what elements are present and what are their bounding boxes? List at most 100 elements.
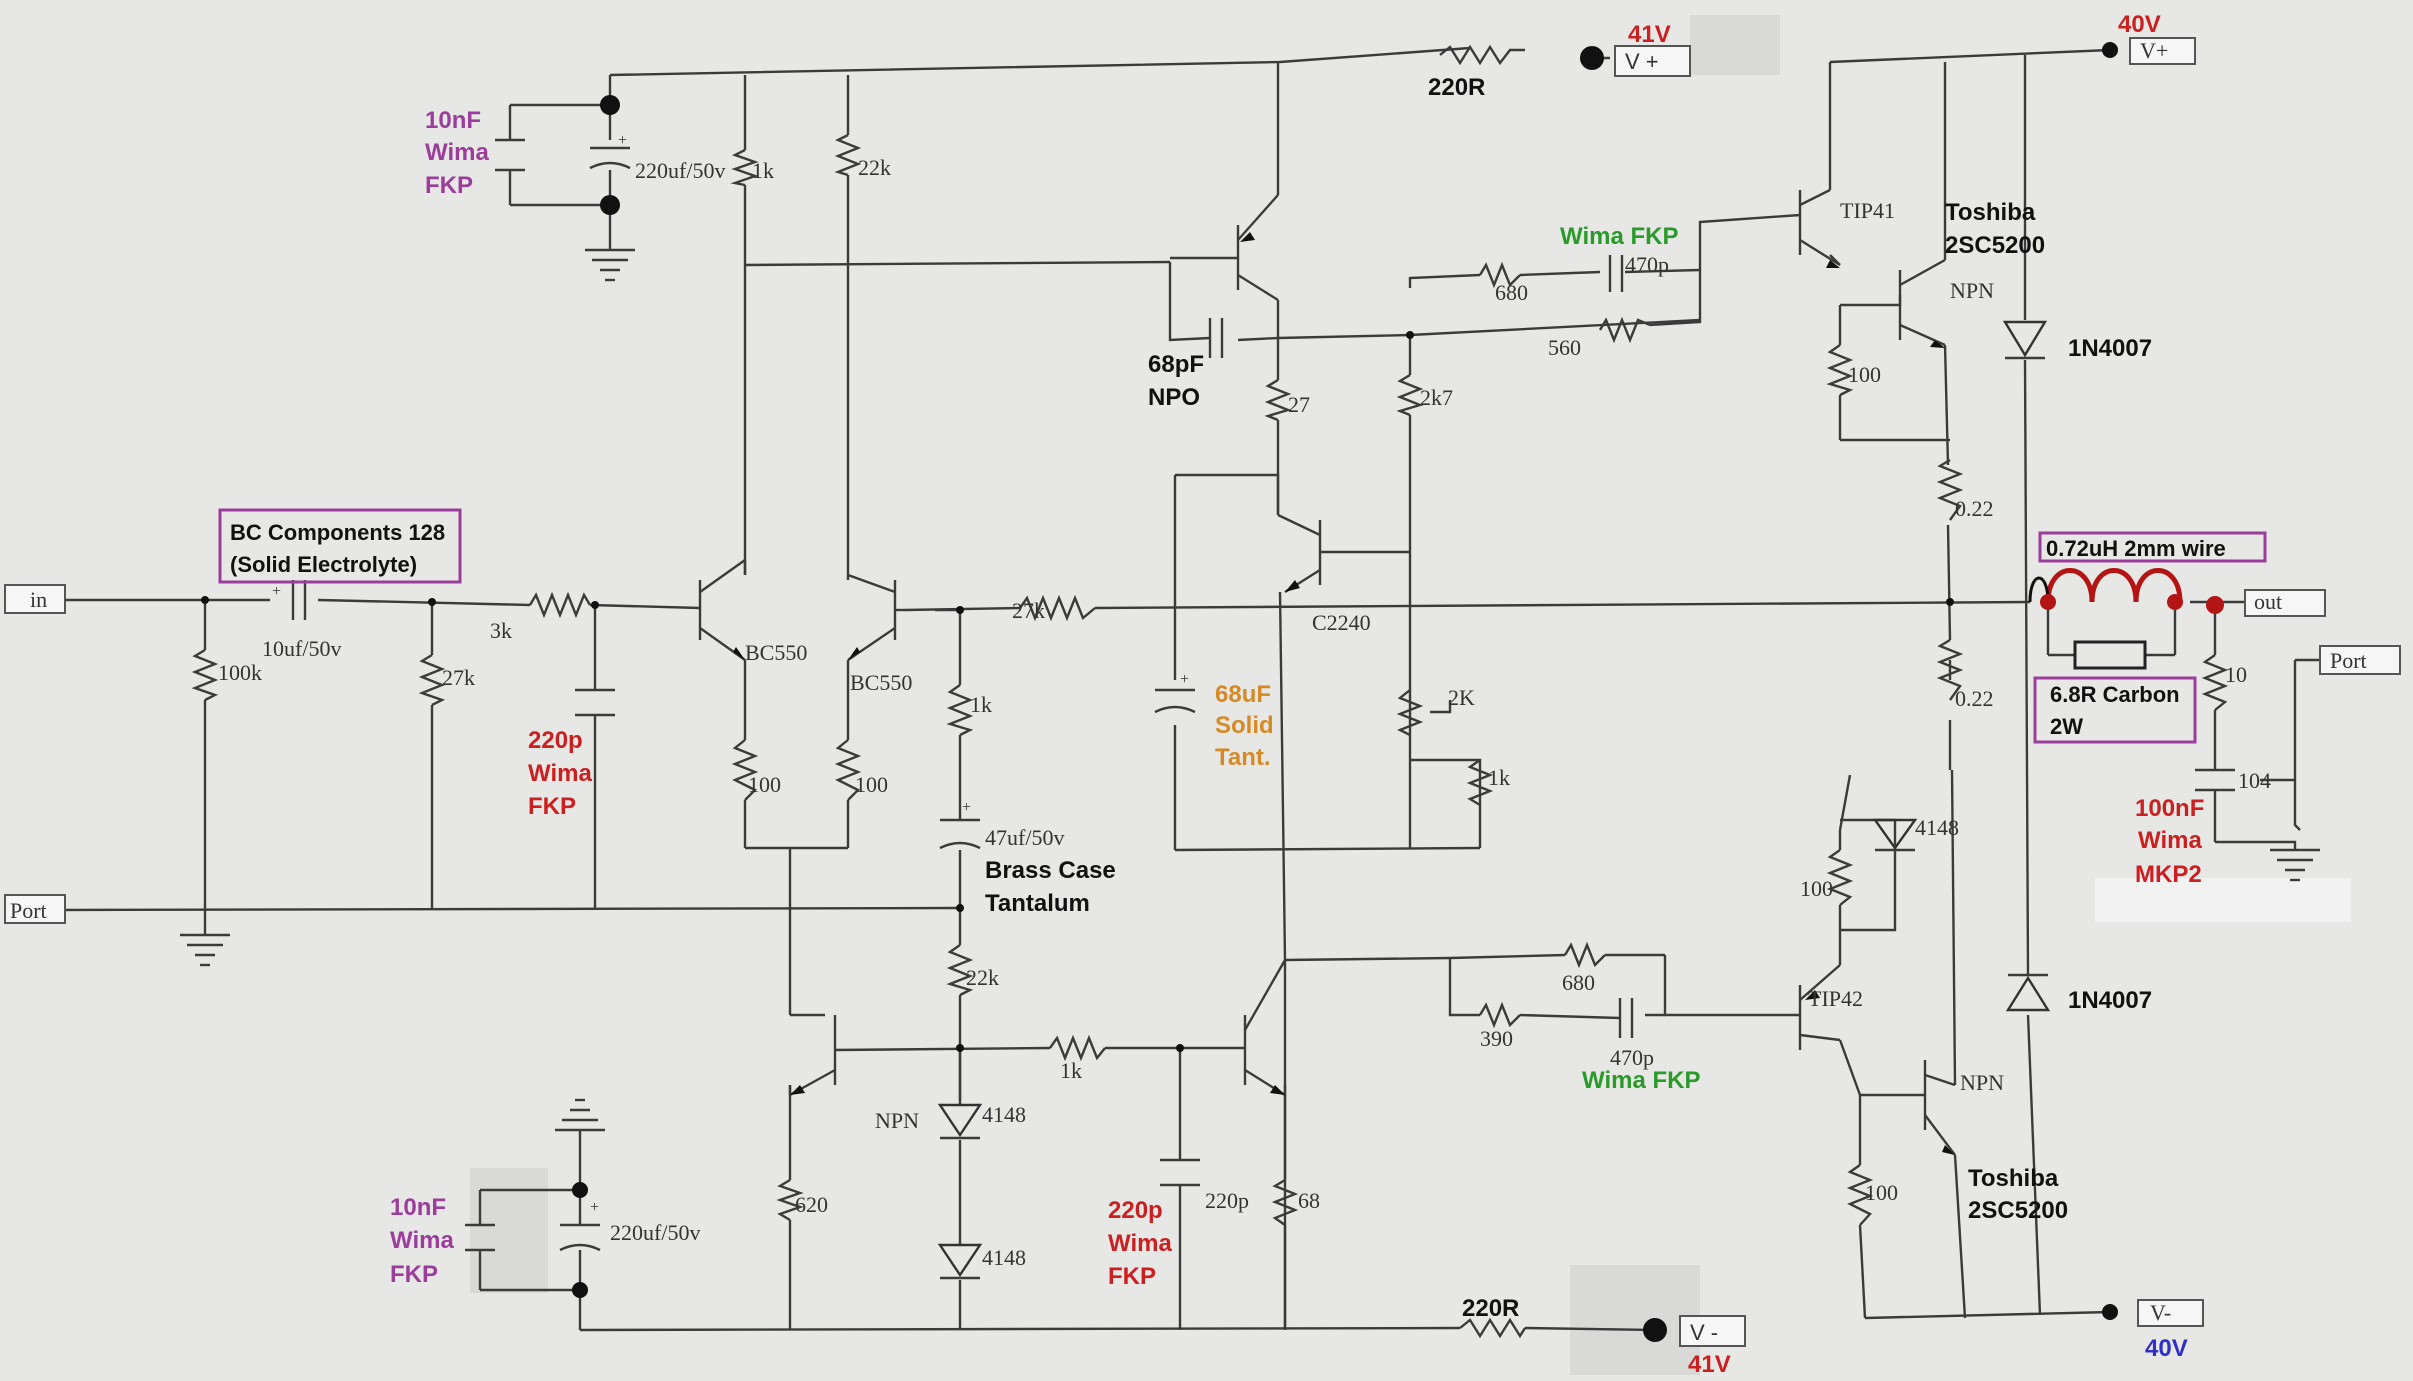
label-r-22k-top: 22k [858, 155, 891, 180]
label-r-100-mid: 100 [1800, 876, 1833, 901]
label-r-560: 560 [1548, 335, 1581, 360]
note-68uf: Tant. [1215, 744, 1271, 771]
scan-blot [1690, 15, 1780, 75]
resistor-68 [1271, 1178, 1299, 1226]
svg-text:+: + [590, 1199, 599, 1216]
resistor-10 [2201, 654, 2229, 711]
rail-box [1679, 1315, 1746, 1347]
label-r-100-top: 100 [1848, 362, 1881, 387]
resistor-1k-top [730, 148, 759, 187]
ground-symbol-input [180, 910, 230, 967]
terminal-out: out [2254, 589, 2282, 614]
junction-dot [201, 596, 209, 604]
label-q-tip41: TIP41 [1840, 198, 1895, 223]
label-c-in: 10uf/50v [262, 636, 341, 661]
note-box-carbon [2033, 676, 2197, 744]
note-toshiba-bot: 2SC5200 [1968, 1197, 2068, 1224]
symbols: + + + + + [180, 44, 2320, 1339]
note-wima-fkp-top: Wima FKP [1560, 223, 1678, 250]
diode-4148-b [937, 1243, 983, 1280]
note-220p-left: 220p [528, 727, 583, 754]
resistor-27 [1264, 378, 1292, 422]
capacitor-470p-top [1608, 255, 1624, 292]
note-100nf: Wima [2138, 827, 2202, 854]
label-r-e2: 100 [855, 772, 888, 797]
note-220r-top: 220R [1428, 74, 1485, 101]
terminal-port-left: Port [10, 898, 47, 923]
capacitor-10nf-top [495, 138, 525, 172]
label-r-390: 390 [1480, 1026, 1513, 1051]
note-100nf: MKP2 [2135, 861, 2202, 888]
terminal-port-right: Port [2330, 648, 2367, 673]
label-r-100k: 100k [218, 660, 262, 685]
junction-dot-red [2040, 594, 2056, 610]
label-c-470p-top: 470p [1625, 252, 1669, 277]
supply-terminal [2102, 42, 2118, 58]
resistor-022-top [1936, 458, 1964, 521]
scan-blot [1570, 1265, 1700, 1375]
resistor-2k7 [1396, 373, 1424, 417]
label-d-4148-c: 4148 [1915, 815, 1959, 840]
label-r-27k: 27k [442, 665, 475, 690]
note-1n4007-top: 1N4007 [2068, 335, 2152, 362]
resistor-220r-top [1439, 44, 1525, 66]
note-10nf-bot: Wima [390, 1227, 454, 1254]
note-10nf-bot: 10nF [390, 1194, 446, 1221]
rail-box [2129, 37, 2196, 65]
annotation-notes: 10nF Wima FKP 10nF Wima FKP BC Component… [230, 11, 2226, 1378]
resistor-27k-fb [1019, 594, 1096, 622]
label-r-27k-fb: 27k [1012, 598, 1045, 623]
capacitor-68pf [1208, 318, 1224, 358]
junction-dot [1176, 1044, 1184, 1052]
capacitor-104 [2195, 768, 2235, 792]
rail-vminus-right: V- [2150, 1300, 2171, 1325]
junction-dot [428, 598, 436, 606]
note-box-inductor [2038, 531, 2267, 563]
scan-patch [2095, 878, 2351, 922]
resistor-022-bot [1936, 638, 1964, 701]
note-68pf: NPO [1148, 384, 1200, 411]
resistor-680-bot [1563, 941, 1606, 969]
junction-dot [1946, 598, 1954, 606]
label-c-220uf-bot: 220uf/50v [610, 1220, 700, 1245]
note-box-bc-components [218, 508, 462, 584]
label-r-022-top: 0.22 [1955, 496, 1994, 521]
capacitor-470p-bot [1618, 998, 1634, 1038]
junction-dot-red [2167, 594, 2183, 610]
note-41v-top: 41V [1628, 21, 1671, 48]
label-pot-2k: 2K [1448, 685, 1475, 710]
ground-symbol-top [585, 248, 635, 282]
label-r-3k: 3k [490, 618, 512, 643]
note-toshiba-top: 2SC5200 [1945, 232, 2045, 259]
diode-1n4007-top [2002, 320, 2048, 360]
label-r-680-bot: 680 [1562, 970, 1595, 995]
resistor-100-e1 [731, 739, 759, 801]
note-220r-bot: 220R [1462, 1295, 1519, 1322]
rail-vplus-right: V+ [2140, 38, 2168, 63]
label-r-68: 68 [1298, 1188, 1320, 1213]
label-q-tip42: TIP42 [1808, 986, 1863, 1011]
junction-dot [1406, 331, 1414, 339]
resistor-680-top [1478, 261, 1521, 289]
junction-dot [600, 195, 620, 215]
transistor-tip42 [1798, 964, 1841, 1050]
svg-text:+: + [962, 799, 971, 816]
note-brass-case: Tantalum [985, 890, 1090, 917]
rail-vminus-left: V - [1690, 1320, 1718, 1345]
supply-terminal [1643, 1318, 1667, 1342]
transistor-tip41 [1798, 188, 1841, 268]
terminal-in: in [30, 587, 47, 612]
junction-dot [956, 1044, 964, 1052]
rail-box [1614, 45, 1691, 77]
resistor-22k-bot [946, 944, 974, 997]
resistor-390 [1478, 1001, 1521, 1029]
note-68uf: 68uF [1215, 681, 1271, 708]
rail-box [2319, 645, 2401, 675]
label-c-220uf-top: 220uf/50v [635, 158, 725, 183]
transistor-c2240 [1277, 513, 1322, 594]
note-1n4007-bot: 1N4007 [2068, 987, 2152, 1014]
junction-dot [956, 606, 964, 614]
note-220p-bot: 220p [1108, 1197, 1163, 1224]
label-npn-bot: NPN [1960, 1070, 2004, 1095]
